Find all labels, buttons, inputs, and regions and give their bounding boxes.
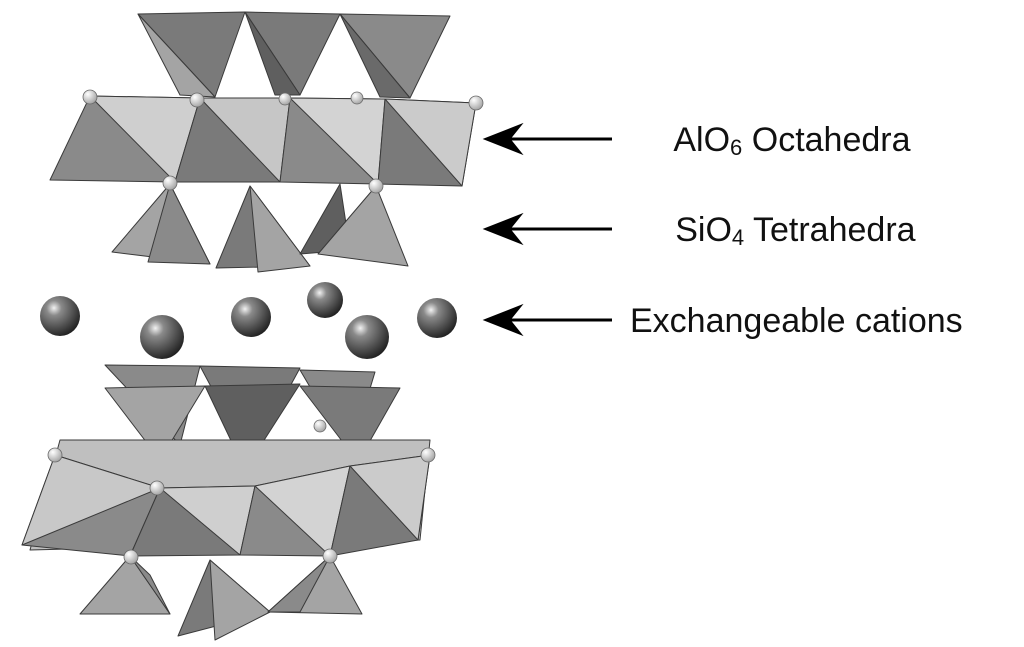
exchangeable-cations — [40, 282, 457, 359]
cation-sphere — [307, 282, 343, 318]
tetrahedra-label-rest: Tetrahedra — [744, 211, 915, 249]
upper-top-tetrahedra — [137, 11, 451, 99]
octahedra-label: AlO6 Octahedra — [628, 121, 939, 160]
upper-layer — [49, 11, 484, 273]
lower-oxygen-atoms — [47, 419, 436, 565]
octahedra-label-rest: Octahedra — [742, 121, 910, 159]
cations-arrow — [482, 303, 612, 337]
cation-sphere — [231, 297, 271, 337]
upper-octahedral-sheet — [49, 95, 477, 187]
octahedra-formula-sub: 6 — [730, 135, 742, 160]
label-arrows — [482, 122, 612, 337]
cation-sphere — [40, 296, 80, 336]
cation-sphere — [345, 315, 389, 359]
lower-top-tetrahedra — [104, 364, 401, 471]
upper-bottom-tetrahedra — [111, 183, 409, 273]
tetrahedra-formula-main: SiO — [675, 211, 732, 249]
lower-octahedral-sheet — [21, 439, 431, 557]
cation-sphere — [140, 315, 184, 359]
tetrahedra-arrow — [482, 212, 612, 246]
octahedra-arrow — [482, 122, 612, 156]
octahedra-formula-main: AlO — [673, 121, 730, 159]
lower-bottom-tetrahedra — [79, 555, 363, 641]
cation-sphere — [417, 298, 457, 338]
tetrahedra-formula-sub: 4 — [732, 225, 744, 250]
lower-layer — [21, 364, 436, 641]
cations-label: Exchangeable cations — [630, 302, 963, 340]
tetrahedra-label: SiO4 Tetrahedra — [628, 211, 944, 250]
upper-oxygen-atoms — [82, 89, 484, 194]
